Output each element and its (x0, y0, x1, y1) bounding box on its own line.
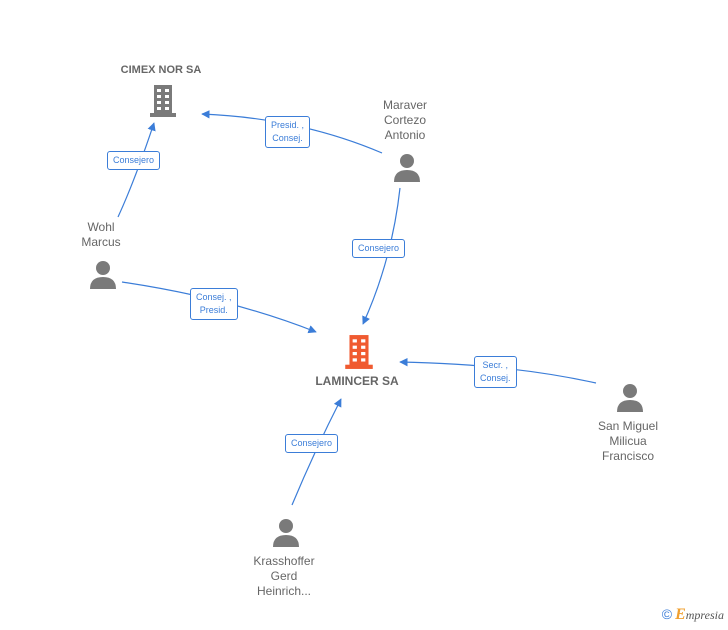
edge-label-wohl-cimex: Consejero (107, 151, 161, 170)
edge-label-wohl-lamincer: Consej. , Presid. (190, 288, 238, 320)
person-icon[interactable] (393, 153, 421, 183)
edge-label-sanmiguel-lamincer: Secr. , Consej. (474, 356, 517, 388)
person-name-sanmiguel[interactable]: San Miguel Milicua Francisco (597, 419, 659, 463)
edge-wohl-cimex (117, 122, 156, 218)
brand-logo-text: mpresia (685, 608, 724, 622)
person-name-wohl[interactable]: Wohl Marcus (81, 220, 121, 249)
company-name-cimex[interactable]: CIMEX NOR SA (120, 64, 202, 76)
person-icon[interactable] (272, 518, 300, 548)
building-icon[interactable] (342, 334, 376, 370)
company-name-lamincer[interactable]: LAMINCER SA (315, 374, 399, 388)
person-icon[interactable] (89, 260, 117, 290)
person-name-krasshoffer[interactable]: Krasshoffer Gerd Heinrich... (253, 554, 315, 598)
edge-label-maraver-cimex: Presid. , Consej. (265, 116, 311, 148)
copyright-icon: © (661, 606, 673, 622)
person-name-maraver[interactable]: Maraver Cortezo Antonio (382, 98, 427, 142)
brand-logo-initial: E (675, 606, 686, 623)
edge-label-krasshoffer-lamincer: Consejero (285, 434, 339, 453)
brand-footer[interactable]: © Empresia (662, 606, 724, 624)
building-icon[interactable] (147, 84, 179, 118)
edge-label-maraver-lamincer: Consejero (352, 239, 406, 258)
edge-maraver-lamincer (362, 187, 401, 325)
person-icon[interactable] (616, 383, 644, 413)
